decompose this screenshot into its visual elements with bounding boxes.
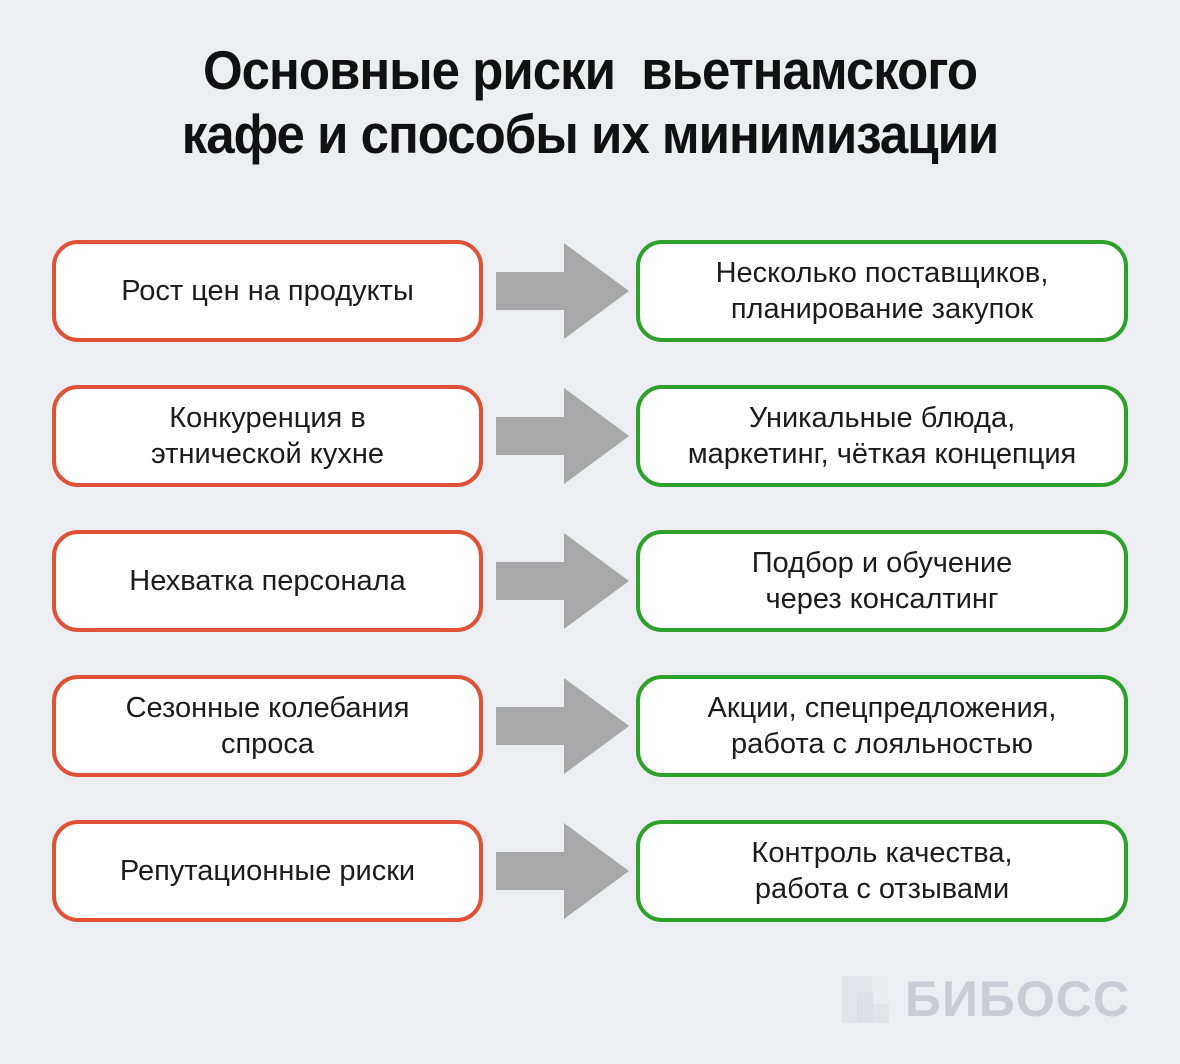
page-title: Основные риски вьетнамского кафе и спосо… xyxy=(0,36,1180,165)
risk-box-price-growth: Рост цен на продукты xyxy=(52,240,483,342)
arrow-head xyxy=(564,823,629,919)
arrow-right-icon xyxy=(496,533,629,629)
page-title-line-2: кафе и способы их минимизации xyxy=(181,103,1000,165)
arrow-right-icon xyxy=(496,243,629,339)
arrow-head xyxy=(564,533,629,629)
arrow-head xyxy=(564,388,629,484)
solution-box-recruiting: Подбор и обучение через консалтинг xyxy=(636,530,1128,632)
risk-box-competition: Конкуренция в этнической кухне xyxy=(52,385,483,487)
arrow-right-icon xyxy=(496,388,629,484)
arrow-body xyxy=(496,272,566,310)
arrow-head xyxy=(564,678,629,774)
risk-box-reputation: Репутационные риски xyxy=(52,820,483,922)
arrow-body xyxy=(496,417,566,455)
risk-row: Репутационные риски Контроль качества, р… xyxy=(52,820,1128,922)
risk-row: Конкуренция в этнической кухне Уникальны… xyxy=(52,385,1128,487)
page-title-line-1: Основные риски вьетнамского xyxy=(202,39,978,101)
arrow-head xyxy=(564,243,629,339)
risk-row: Нехватка персонала Подбор и обучение чер… xyxy=(52,530,1128,632)
logo-icon-light-block xyxy=(872,976,889,1004)
risk-box-seasonal-demand: Сезонные колебания спроса xyxy=(52,675,483,777)
biboss-logo: БИБОСС xyxy=(842,971,1130,1027)
solution-box-unique-dishes: Уникальные блюда, маркетинг, чёткая конц… xyxy=(636,385,1128,487)
risk-row: Рост цен на продукты Несколько поставщик… xyxy=(52,240,1128,342)
risk-box-staff-shortage: Нехватка персонала xyxy=(52,530,483,632)
solution-box-promotions: Акции, спецпредложения, работа с лояльно… xyxy=(636,675,1128,777)
biboss-logo-text: БИБОСС xyxy=(905,971,1130,1027)
logo-icon-dark-block xyxy=(857,993,873,1023)
solution-box-suppliers: Несколько поставщиков, планирование заку… xyxy=(636,240,1128,342)
arrow-body xyxy=(496,562,566,600)
solution-box-quality-control: Контроль качества, работа с отзывами xyxy=(636,820,1128,922)
arrow-body xyxy=(496,852,566,890)
arrow-right-icon xyxy=(496,678,629,774)
risk-row: Сезонные колебания спроса Акции, спецпре… xyxy=(52,675,1128,777)
arrow-body xyxy=(496,707,566,745)
biboss-logo-icon xyxy=(842,976,889,1023)
arrow-right-icon xyxy=(496,823,629,919)
